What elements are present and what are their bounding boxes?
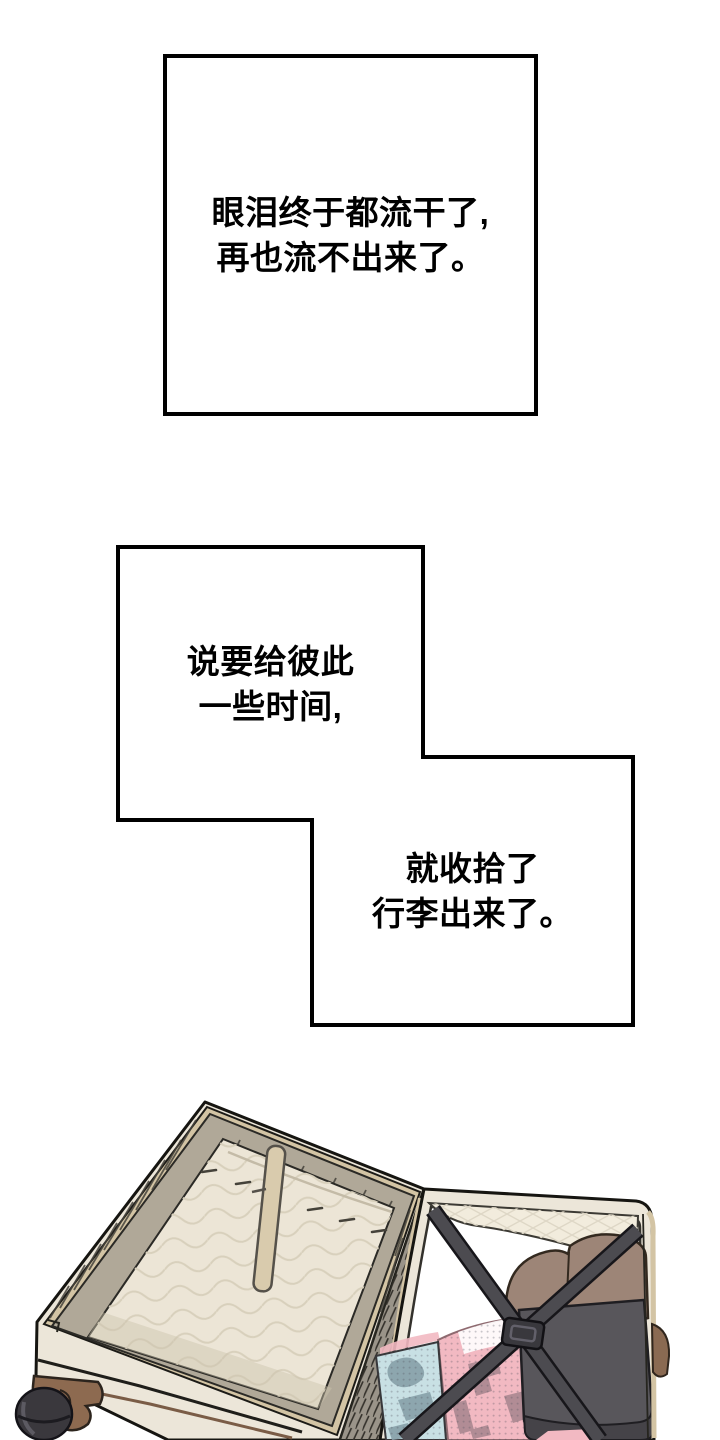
caption-2-line-2: 一些时间, bbox=[198, 687, 343, 725]
base-right-edge-line bbox=[642, 1213, 649, 1439]
caption-1-line-2: 再也流不出来了。 bbox=[216, 239, 485, 276]
open-suitcase-illustration bbox=[14, 1100, 671, 1440]
caption-panel-l-shape bbox=[116, 545, 635, 1027]
side-handle bbox=[650, 1322, 671, 1378]
lid-strap-notch bbox=[251, 1187, 267, 1194]
caption-text-3: 就收拾了 行李出来了。 bbox=[312, 757, 633, 1025]
caption-3-line-2: 行李出来了。 bbox=[372, 895, 573, 932]
lid-corner-bracket bbox=[47, 1319, 61, 1333]
caption-1-line-1: 眼泪终于都流干了, bbox=[211, 194, 490, 231]
caption-text-1: 眼泪终于都流干了, 再也流不出来了。 bbox=[163, 54, 538, 416]
caption-3-line-1: 就收拾了 bbox=[405, 850, 540, 887]
l-shape-border bbox=[116, 545, 635, 1027]
wheel-assembly bbox=[14, 1374, 104, 1440]
wheel-tread-line bbox=[17, 1414, 71, 1424]
lid-floor-shading bbox=[88, 1312, 332, 1409]
caption-text-2: 说要给彼此 一些时间, bbox=[118, 547, 423, 820]
base-right-trim bbox=[646, 1210, 657, 1439]
base-lining-quilting bbox=[429, 1203, 638, 1274]
lid-shell-edge-line bbox=[37, 1358, 303, 1434]
pink-sliver bbox=[536, 1429, 594, 1440]
lid-lining-crease bbox=[227, 1150, 393, 1214]
cross-straps bbox=[398, 1205, 644, 1440]
suitcase-base bbox=[374, 1187, 671, 1440]
lid-floor-quilting bbox=[88, 1139, 394, 1409]
strap-buckle bbox=[500, 1316, 546, 1351]
hinge-hatching bbox=[340, 1189, 424, 1440]
caption-2-line-1: 说要给彼此 bbox=[186, 642, 355, 680]
lid-strap bbox=[252, 1144, 287, 1293]
caption-panel-1 bbox=[163, 54, 538, 416]
